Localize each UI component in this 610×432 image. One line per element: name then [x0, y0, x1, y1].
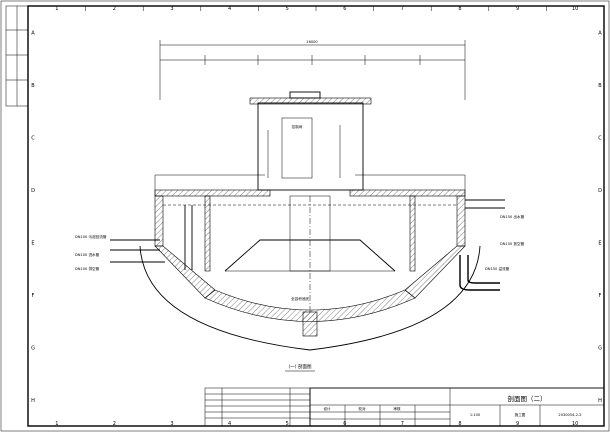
grid-row-label: B: [598, 83, 602, 89]
grid-column-label: 5: [286, 6, 289, 12]
grid-row-label: D: [598, 188, 602, 194]
overall-dimension: 16000: [159, 40, 466, 100]
grid-row-label: F: [599, 293, 602, 299]
grid-row-label: A: [598, 30, 602, 36]
grid-column-label: 9: [516, 421, 519, 427]
grid-row-markers: A A B B C C D D E E F F G G H H: [31, 30, 602, 404]
pipe-right-2-label: DN150 溢流管: [485, 266, 510, 271]
grid-column-label: 1: [55, 6, 58, 12]
control-room: 控制间: [249, 91, 372, 191]
grid-row-label: H: [31, 398, 35, 404]
grid-row-label: F: [32, 293, 35, 299]
left-pipes: DN100 污泥回流管 DN100 进水管 DN100 排空管: [75, 205, 193, 271]
grid-row-label: B: [31, 83, 35, 89]
notes-table: [204, 387, 311, 427]
top-slab: [154, 174, 466, 197]
title-block: 剖面图（二） 设计 校对 审核 1:100 施工图 2030054-2-2: [309, 387, 605, 427]
title-approve-label: 审核: [393, 406, 401, 411]
dimension-total-label: 16000: [306, 40, 318, 44]
grid-column-label: 8: [458, 6, 461, 12]
grid-row-label: E: [598, 240, 601, 246]
grid-row-label: G: [31, 345, 35, 351]
grid-column-label: 1: [55, 421, 58, 427]
pipe-right-1-label: DN150 出水管: [500, 214, 525, 219]
grid-column-label: 6: [343, 6, 346, 12]
pipe-left-1-label: DN100 污泥回流管: [75, 234, 107, 239]
grid-row-label: D: [31, 188, 35, 194]
grid-column-label: 2: [113, 421, 116, 427]
grid-column-label: 3: [170, 421, 173, 427]
grid-row-label: C: [598, 135, 602, 141]
bottom-note-label: 全容积池底: [291, 296, 309, 301]
right-pipes: DN150 出水管 DN150 溢流管 DN150 放空管: [459, 199, 525, 291]
drawing-title: 剖面图（二）: [508, 394, 547, 403]
grid-row-label: H: [598, 398, 602, 404]
pipe-left-3-label: DN100 排空管: [75, 266, 100, 271]
grid-row-label: G: [598, 345, 602, 351]
grid-column-label: 7: [401, 421, 404, 427]
grid-row-label: A: [31, 30, 35, 36]
title-check-label: 校对: [358, 406, 366, 411]
grid-row-label: E: [31, 240, 34, 246]
grid-column-label: 10: [572, 421, 578, 427]
section-caption-text: (一) 剖面图: [289, 363, 312, 370]
title-stage-label: 施工图: [515, 412, 526, 417]
grid-column-label: 4: [228, 421, 231, 427]
tank-section: 全容积池底: [139, 195, 481, 351]
pipe-right-3-label: DN150 放空管: [500, 241, 525, 246]
pipe-left-2-label: DN100 进水管: [75, 252, 100, 257]
section-caption: (一) 剖面图: [285, 363, 315, 372]
grid-row-label: C: [31, 135, 35, 141]
grid-column-label: 8: [458, 421, 461, 427]
title-design-label: 设计: [323, 406, 331, 411]
grid-column-label: 5: [286, 421, 289, 427]
grid-column-label: 7: [401, 6, 404, 12]
grid-column-label: 10: [572, 6, 578, 12]
control-room-label: 控制间: [292, 124, 303, 129]
drawing-number: 2030054-2-2: [558, 413, 581, 417]
grid-column-label: 2: [113, 6, 116, 12]
title-scale-label: 1:100: [470, 413, 481, 417]
grid-column-label: 9: [516, 6, 519, 12]
grid-column-label: 4: [228, 6, 231, 12]
grid-column-label: 3: [170, 6, 173, 12]
